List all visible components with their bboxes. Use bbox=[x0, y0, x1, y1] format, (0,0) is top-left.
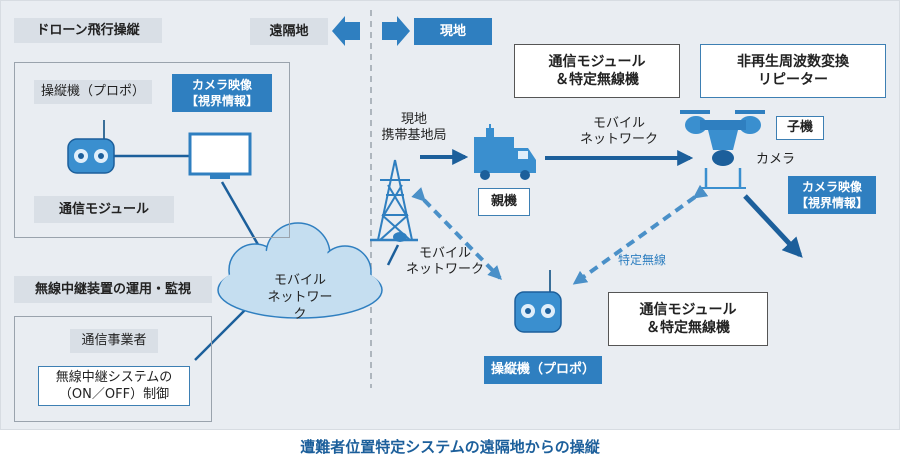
controller-label-local: 操縦機（プロポ） bbox=[484, 356, 602, 384]
mobile-network-label-mid: モバイル ネットワーク bbox=[405, 246, 484, 277]
operator-label: 通信事業者 bbox=[70, 329, 158, 353]
local-location-label: 現地 bbox=[414, 18, 492, 45]
specific-radio-label: 特定無線 bbox=[618, 253, 667, 267]
comm-radio-box-top: 通信モジュール ＆特定無線機 bbox=[514, 44, 680, 98]
truck-icon bbox=[474, 124, 536, 180]
base-station-label: 現地 携帯基地局 bbox=[381, 112, 447, 143]
relay-control-box: 無線中継システムの （ON／OFF）制御 bbox=[38, 366, 190, 406]
tower-controller-dashed-arrow bbox=[411, 187, 502, 281]
mobile-network-label-top: モバイル ネットワーク bbox=[579, 116, 658, 147]
monitor-icon bbox=[188, 132, 252, 179]
diagram-caption: 遭難者位置特定システムの遠隔地からの操縦 bbox=[300, 438, 600, 456]
cloud-to-tower-line bbox=[386, 244, 400, 266]
comm-module-label: 通信モジュール bbox=[34, 196, 174, 223]
drone-controller-dashed-arrow bbox=[572, 184, 709, 285]
drone-icon bbox=[680, 110, 765, 189]
controller-label: 操縦機（プロポ） bbox=[34, 80, 152, 104]
repeater-box: 非再生周波数変換 リピーター bbox=[700, 44, 886, 98]
controller-icon bbox=[67, 120, 115, 174]
cell-tower-icon bbox=[370, 159, 418, 242]
camera-label: カメラ bbox=[756, 152, 796, 167]
remote-location-label: 遠隔地 bbox=[250, 18, 328, 45]
drone-control-section-title: ドローン飛行操縦 bbox=[14, 18, 162, 43]
child-unit-label: 子機 bbox=[776, 116, 824, 140]
camera-view-label-right: カメラ映像 【視界情報】 bbox=[788, 176, 876, 214]
cloud-label: モバイル ネットワーク bbox=[267, 273, 333, 322]
local-right-arrow bbox=[382, 16, 410, 46]
camera-view-label-left: カメラ映像 【視界情報】 bbox=[172, 74, 272, 112]
parent-unit-label: 親機 bbox=[478, 188, 530, 216]
relay-ops-frame bbox=[14, 316, 212, 422]
remote-left-arrow bbox=[332, 16, 360, 46]
drone-camera-view-arrow bbox=[743, 194, 803, 258]
comm-radio-box-bottom: 通信モジュール ＆特定無線機 bbox=[608, 292, 768, 346]
relay-ops-section-title: 無線中継装置の運用・監視 bbox=[14, 276, 212, 303]
controller-icon-local bbox=[514, 270, 562, 333]
drone-control-frame bbox=[14, 62, 290, 238]
mobile-network-cloud bbox=[217, 222, 383, 319]
